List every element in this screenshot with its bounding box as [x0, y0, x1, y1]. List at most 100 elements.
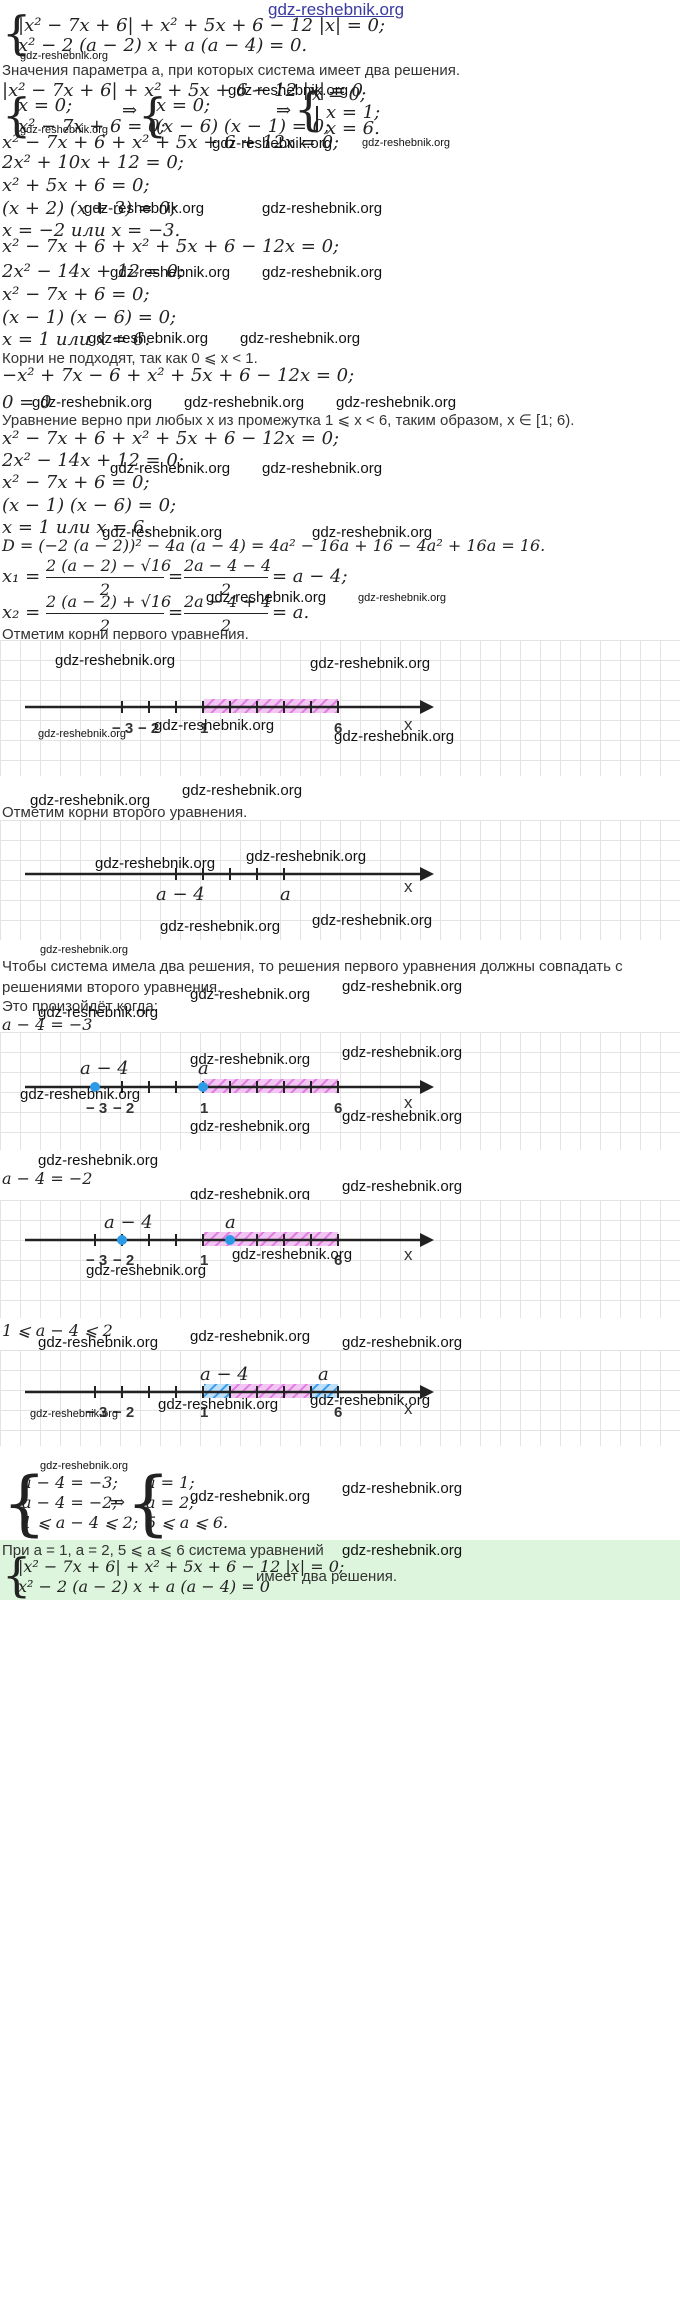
axis-arrow [420, 1233, 434, 1247]
sys2-right-2: x = 1; [326, 102, 381, 123]
left-brace: { [2, 88, 32, 142]
bracket-bar [316, 106, 318, 132]
case3-line: x = 1 или x = 6. [2, 517, 151, 538]
x2-num2: 2a − 4 + 4 [184, 592, 272, 611]
watermark: gdz-reshebnik.org [182, 782, 303, 799]
final-left-1: a − 4 = −3; [22, 1473, 118, 1492]
sys2-mid-2: (x − 6) (x − 1) = 0; [156, 116, 331, 137]
implies-arrow: ⇒ [110, 1492, 126, 1513]
watermark: gdz-reshebnik.org [342, 1108, 463, 1125]
number-line-3: a − 4 a − 3 − 2 1 6 x gdz-reshebnik.org … [0, 1032, 680, 1150]
watermark: gdz-reshebnik.org [84, 200, 205, 217]
case3-line: (x − 1) (x − 6) = 0; [2, 495, 177, 516]
case2-line: 0 = 0 [2, 392, 52, 413]
label-minus-2: − 2 [113, 1252, 135, 1269]
main-equation: |x² − 7x + 6| + x² + 5x + 6 − 12 |x| = 0 [2, 80, 364, 101]
label-6: 6 [334, 1252, 343, 1269]
number-line-1-svg [25, 699, 434, 714]
case1-line: 2x² + 10x + 12 = 0; [2, 152, 184, 173]
mark-first-text: Отметим корни первого уравнения. [2, 626, 249, 643]
implies-arrow: ⇒ [276, 100, 292, 121]
point-a [225, 1235, 235, 1245]
top-link[interactable]: gdz-reshebnik.org [268, 0, 405, 19]
case1-line: x = −2 или x = −3. [2, 220, 181, 241]
watermark: gdz-reshebnik.org [40, 944, 129, 956]
watermark: gdz-reshebnik.org [190, 986, 311, 1003]
watermark: gdz-reshebnik.org [212, 135, 333, 152]
axis-label-x: x [404, 1245, 413, 1264]
label-1: 1 [200, 1404, 209, 1421]
case1-line: (x − 1) (x − 6) = 0; [2, 307, 177, 328]
not-fit-text: Корни не подходят, так как 0 ⩽ x < 1. [2, 350, 258, 367]
answer-line-1: |x² − 7x + 6| + x² + 5x + 6 − 12 |x| = 0… [18, 1557, 345, 1576]
axis-arrow [420, 1385, 434, 1399]
watermark: gdz-reshebnik.org [160, 918, 281, 935]
number-line-4-svg [25, 1232, 434, 1247]
condition-text: Чтобы система имела два решения, то реше… [2, 958, 623, 996]
watermark: gdz-reshebnik.org [342, 1044, 463, 1061]
label-6: 6 [334, 720, 343, 737]
label-minus-2: − 2 [138, 720, 160, 737]
final-left-2: a − 4 = −2; [22, 1493, 118, 1512]
x1-num2: 2a − 4 − 4 [184, 556, 272, 575]
watermark: gdz-reshebnik.org [310, 1392, 431, 1409]
equals-sign: = [168, 566, 184, 587]
watermark: gdz-reshebnik.org [110, 264, 231, 281]
watermark: gdz-reshebnik.org [20, 124, 109, 136]
axis-arrow [420, 867, 434, 881]
x2-result: = a. [272, 602, 310, 623]
label-minus-3: − 3 [86, 1404, 108, 1421]
axis-arrow [420, 1080, 434, 1094]
watermark: gdz-reshebnik.org [95, 855, 216, 872]
label-minus-3: − 3 [86, 1100, 108, 1117]
system-line-1: |x² − 7x + 6| + x² + 5x + 6 − 12 |x| = 0… [18, 15, 386, 36]
middle-brace: { [138, 88, 168, 142]
x2-den2: 2 [220, 616, 232, 635]
axis-label-x: x [404, 1399, 413, 1418]
sys2-right-3: x = 6. [326, 118, 380, 139]
fraction-bar [46, 577, 164, 578]
x1-den2: 2 [220, 580, 232, 599]
case3-line: x² − 7x + 6 + x² + 5x + 6 − 12x = 0; [2, 428, 340, 449]
watermark: gdz-reshebnik.org [30, 792, 151, 809]
watermark: gdz-reshebnik.org [86, 1262, 207, 1279]
number-line-5-svg [25, 1384, 434, 1399]
watermark: gdz-reshebnik.org [310, 655, 431, 672]
right-brace: { [294, 82, 324, 136]
watermark: gdz-reshebnik.org [262, 460, 383, 477]
number-line-2-svg [25, 867, 434, 881]
intro-text: Значения параметра a, при которых систем… [2, 62, 460, 79]
true-for-text: Уравнение верно при любых x из промежутк… [2, 412, 575, 429]
watermark: gdz-reshebnik.org [190, 1186, 311, 1203]
watermark: gdz-reshebnik.org [342, 1542, 463, 1559]
right-brace: { [126, 1462, 171, 1544]
label-a: a [318, 1364, 329, 1385]
number-line-3-svg [25, 1079, 434, 1094]
label-1: 1 [200, 720, 209, 737]
watermark: gdz-reshebnik.org [158, 1396, 279, 1413]
watermark: gdz-reshebnik.org [30, 1408, 119, 1420]
label-minus-2: − 2 [113, 1100, 135, 1117]
label-minus-3: − 3 [86, 1252, 108, 1269]
watermark: gdz-reshebnik.org [334, 728, 455, 745]
system-line-2: x² − 2 (a − 2) x + a (a − 4) = 0. [18, 35, 308, 56]
answer-line-2: x² − 2 (a − 2) x + a (a − 4) = 0 [18, 1577, 270, 1596]
watermark: gdz-reshebnik.org [154, 717, 275, 734]
x2-lhs: x₂ = [2, 602, 41, 623]
watermark: gdz-reshebnik.org [38, 1004, 159, 1021]
fraction-bar [184, 577, 268, 578]
label-a-minus-4: a − 4 [200, 1364, 249, 1385]
watermark: gdz-reshebnik.org [20, 50, 109, 62]
left-brace: { [2, 1548, 32, 1602]
case1-line: (x + 2) (x + 3) = 0; [2, 198, 177, 219]
watermark: gdz-reshebnik.org [228, 82, 349, 99]
watermark: gdz-reshebnik.org [190, 1051, 311, 1068]
mark-second-text: Отметим корни второго уравнения. [2, 804, 248, 821]
number-line-1: − 3 − 2 1 6 x gdz-reshebnik.org gdz-resh… [0, 640, 680, 776]
implies-arrow: ⇒ [122, 100, 138, 121]
x1-num1: 2 (a − 2) − √16 [46, 556, 172, 575]
case1-line: 2x² − 14x + 12 = 0; [2, 261, 184, 282]
sys2-right-1: x = 0; [312, 84, 367, 105]
watermark: gdz-reshebnik.org [190, 1488, 311, 1505]
answer-suffix: имеет два решения. [256, 1568, 397, 1585]
